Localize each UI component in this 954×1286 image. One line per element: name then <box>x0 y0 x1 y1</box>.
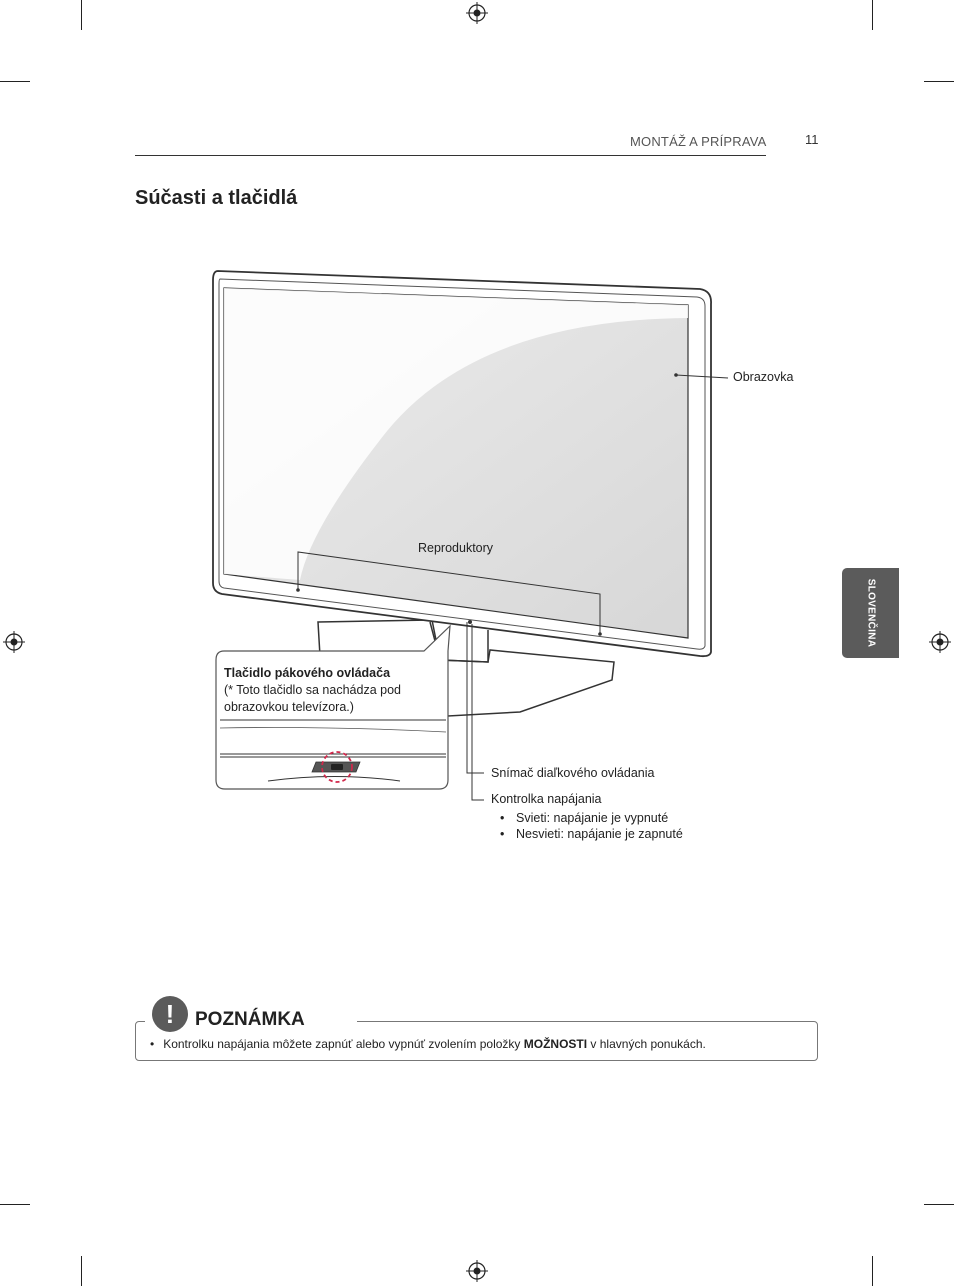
callout-title: Tlačidlo pákového ovládača <box>224 666 391 680</box>
registration-mark-icon <box>929 631 951 653</box>
note-box <box>135 1021 818 1061</box>
screen-reflection <box>224 288 688 580</box>
registration-mark-icon <box>3 631 25 653</box>
remote-sensor-label: Snímač diaľkového ovládania <box>491 766 655 780</box>
header-section: MONTÁŽ A PRÍPRAVA <box>630 134 767 149</box>
crop-mark <box>872 0 873 30</box>
crop-mark <box>872 1256 873 1286</box>
note-text-after: v hlavných ponukách. <box>587 1037 706 1051</box>
crop-mark <box>0 1204 30 1205</box>
registration-mark-icon <box>466 2 488 24</box>
callout-text: Tlačidlo pákového ovládača (* Toto tlači… <box>224 665 439 716</box>
callout-line: (* Toto tlačidlo sa nachádza pod <box>224 683 401 697</box>
note-text-bold: MOŽNOSTI <box>523 1037 588 1051</box>
list-item: Nesvieti: napájanie je zapnuté <box>500 826 683 842</box>
note-title: POZNÁMKA <box>195 1009 305 1030</box>
callout-line: obrazovkou televízora.) <box>224 700 354 714</box>
crop-mark <box>0 81 30 82</box>
crop-mark <box>924 1204 954 1205</box>
note-text-before: Kontrolku napájania môžete zapnúť alebo … <box>163 1037 524 1051</box>
crop-mark <box>81 1256 82 1286</box>
page-number: 11 <box>805 132 819 147</box>
screen-label: Obrazovka <box>733 370 794 384</box>
power-indicator-label: Kontrolka napájania <box>491 792 602 806</box>
exclamation-icon: ! <box>152 996 188 1032</box>
header-rule <box>135 155 766 156</box>
callout-box <box>215 624 451 790</box>
crop-mark <box>81 0 82 30</box>
registration-mark-icon <box>466 1260 488 1282</box>
note-text: •Kontrolku napájania môžete zapnúť alebo… <box>150 1037 706 1051</box>
section-title: Súčasti a tlačidlá <box>135 187 298 209</box>
note-box-gap <box>145 1014 357 1028</box>
list-item: Svieti: napájanie je vypnuté <box>500 810 683 826</box>
language-tab: SLOVENČINA <box>842 568 899 658</box>
speakers-label: Reproduktory <box>418 541 494 555</box>
crop-mark <box>924 81 954 82</box>
power-indicator-states: Svieti: napájanie je vypnuté Nesvieti: n… <box>500 810 683 842</box>
